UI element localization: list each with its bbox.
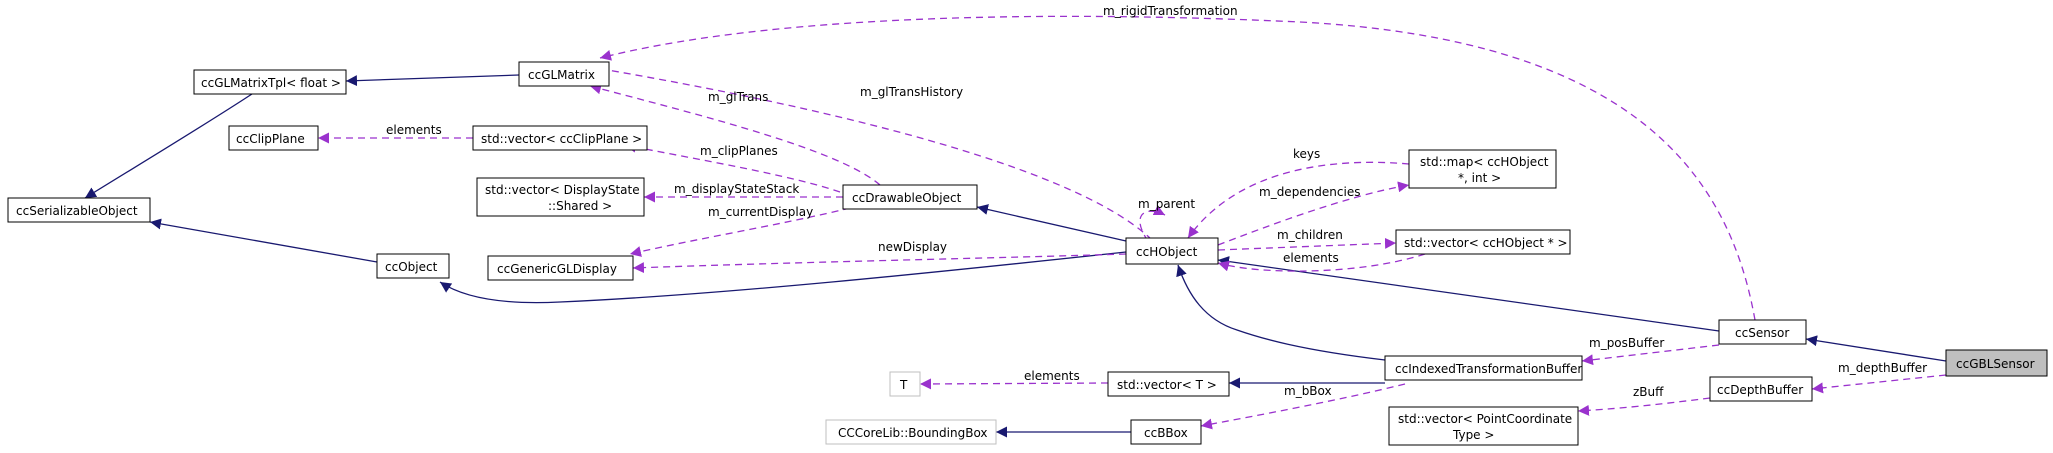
label-keys: keys — [1293, 147, 1320, 161]
edge-depthbuffer — [1811, 374, 1947, 394]
edge-parent — [1139, 205, 1166, 242]
inheritance-edges — [84, 74, 1947, 438]
label-m-parent: m_parent — [1138, 197, 1195, 211]
node-label: T — [899, 378, 908, 392]
node-ccindexedtransformationbuffer[interactable]: ccIndexedTransformationBuffer — [1384, 355, 1583, 381]
edge-hobject-to-object — [439, 251, 1127, 304]
label-m-clipplanes: m_clipPlanes — [700, 144, 778, 158]
node-ccgblsensor[interactable]: ccGBLSensor — [1945, 349, 2048, 377]
edge-glmatrix-to-glmatrixtpl — [345, 74, 520, 87]
edge-vectorT-elements — [919, 378, 1109, 390]
node-label-line1: std::vector< PointCoordinate — [1398, 412, 1572, 426]
node-label: ccBBox — [1144, 426, 1188, 440]
node-ccglmatrixtpl[interactable]: ccGLMatrixTpl< float > — [193, 69, 347, 95]
node-ccserializableobject[interactable]: ccSerializableObject — [7, 197, 151, 223]
edge-hobject-to-drawable — [976, 204, 1127, 242]
label-m-posbuffer: m_posBuffer — [1589, 336, 1664, 350]
node-vector-displaystate[interactable]: std::vector< DisplayState ::Shared > — [476, 177, 645, 217]
edge-gltrans — [589, 83, 881, 186]
node-vector-clipplane[interactable]: std::vector< ccClipPlane > — [472, 125, 648, 151]
node-boundingbox[interactable]: CCCoreLib::BoundingBox — [825, 419, 997, 445]
edge-rigid-transformation — [599, 15, 1756, 321]
label-m-gltrans: m_glTrans — [708, 90, 768, 104]
label-newdisplay: newDisplay — [878, 240, 947, 254]
edge-clipplanes — [624, 141, 841, 193]
node-label: std::vector< ccClipPlane > — [481, 132, 642, 146]
edge-gblsensor-to-sensor — [1805, 335, 1947, 362]
edge-newdisplay — [632, 253, 1127, 274]
usage-edges — [318, 15, 1947, 430]
node-ccglmatrix[interactable]: ccGLMatrix — [518, 61, 610, 87]
edge-hobject-elements — [1217, 253, 1426, 272]
node-vector-t[interactable]: std::vector< T > — [1107, 371, 1230, 397]
edge-glmatrixtpl-to-serializable — [84, 91, 256, 199]
node-label-line2: *, int > — [1458, 171, 1501, 185]
label-zbuff: zBuff — [1633, 385, 1664, 399]
node-label-line1: std::vector< DisplayState — [485, 183, 640, 197]
label-m-displaystatestack: m_displayStateStack — [674, 182, 799, 196]
node-label-line2: Type > — [1452, 428, 1494, 442]
edge-gltranshistory — [595, 64, 1153, 241]
node-ccbbox[interactable]: ccBBox — [1130, 419, 1202, 445]
node-label: ccHObject — [1136, 245, 1198, 259]
node-ccsensor[interactable]: ccSensor — [1718, 319, 1807, 345]
node-ccobject[interactable]: ccObject — [376, 253, 450, 279]
node-label: ccDrawableObject — [852, 191, 962, 205]
edge-dependencies — [1217, 181, 1410, 246]
node-ccclipplane[interactable]: ccClipPlane — [228, 125, 319, 151]
node-ccdrawableobject[interactable]: ccDrawableObject — [842, 184, 978, 210]
label-elements-hobject: elements — [1283, 251, 1339, 265]
node-vector-pointcoordinate[interactable]: std::vector< PointCoordinate Type > — [1388, 406, 1579, 446]
label-m-rigidtransformation: m_rigidTransformation — [1103, 4, 1238, 18]
node-vector-hobject[interactable]: std::vector< ccHObject * > — [1395, 229, 1571, 255]
edge-bbox — [1200, 383, 1406, 430]
node-label: std::vector< T > — [1117, 378, 1217, 392]
label-m-depthbuffer: m_depthBuffer — [1838, 361, 1927, 375]
node-label: ccSensor — [1735, 326, 1789, 340]
edge-sensor-to-hobject — [1217, 256, 1720, 332]
edge-labels: m_rigidTransformation m_glTransHistory m… — [386, 4, 1927, 399]
node-label: ccObject — [385, 260, 438, 274]
node-label-line1: std::map< ccHObject — [1420, 155, 1549, 169]
node-label: ccGLMatrixTpl< float > — [201, 76, 341, 90]
label-m-bbox: m_bBox — [1284, 384, 1332, 398]
node-label: ccClipPlane — [236, 132, 305, 146]
node-label: ccSerializableObject — [16, 204, 138, 218]
edge-zbuff — [1577, 397, 1711, 416]
node-map-hobject[interactable]: std::map< ccHObject *, int > — [1408, 149, 1557, 189]
edge-itb-to-hobject — [1176, 264, 1386, 361]
edge-currentdisplay — [629, 207, 851, 257]
edge-children — [1217, 237, 1397, 251]
label-elements-clipplane: elements — [386, 123, 442, 137]
label-m-gltranshistory: m_glTransHistory — [860, 85, 963, 99]
edge-posbuffer — [1581, 344, 1720, 366]
node-label: ccDepthBuffer — [1717, 383, 1803, 397]
label-elements-t: elements — [1024, 369, 1080, 383]
node-label: std::vector< ccHObject * > — [1404, 236, 1568, 250]
node-label: CCCoreLib::BoundingBox — [838, 426, 988, 440]
label-m-currentdisplay: m_currentDisplay — [708, 205, 813, 219]
node-label: ccGBLSensor — [1956, 357, 2035, 371]
node-label: ccGLMatrix — [528, 68, 595, 82]
node-cchobject[interactable]: ccHObject — [1125, 237, 1219, 265]
label-m-children: m_children — [1277, 228, 1343, 242]
node-ccgenericgldisplay[interactable]: ccGenericGLDisplay — [487, 255, 634, 281]
label-m-dependencies: m_dependencies — [1259, 185, 1360, 199]
edge-object-to-serializable — [149, 218, 378, 263]
node-ccdepthbuffer[interactable]: ccDepthBuffer — [1709, 376, 1813, 402]
node-label-line2: ::Shared > — [548, 199, 612, 213]
node-label: ccIndexedTransformationBuffer — [1395, 362, 1582, 376]
node-label: ccGenericGLDisplay — [497, 262, 617, 276]
node-t[interactable]: T — [889, 371, 921, 397]
edge-keys — [1187, 161, 1410, 239]
